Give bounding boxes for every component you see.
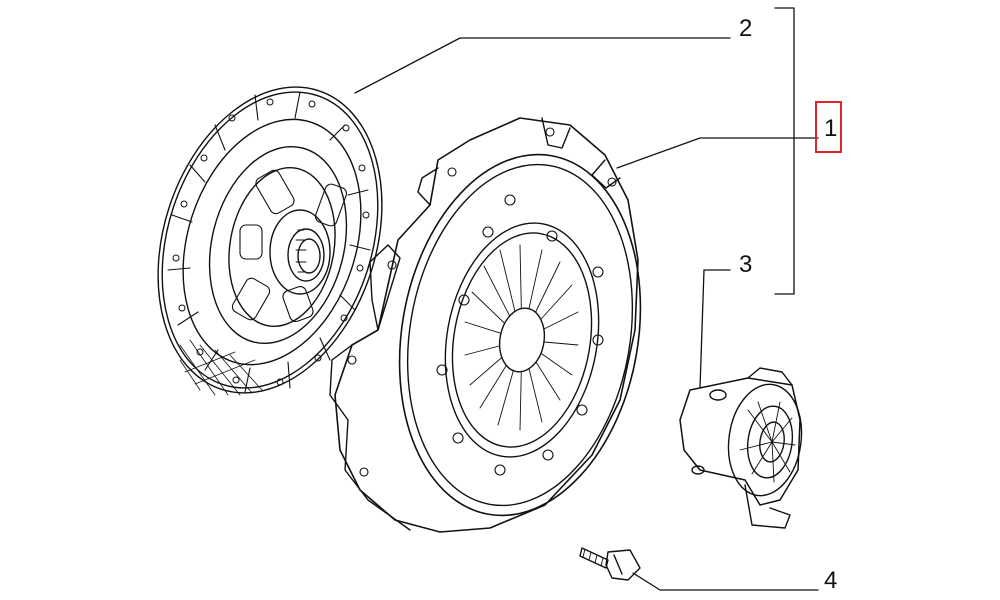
leader-line-2 bbox=[354, 37, 731, 94]
callout-4: 4 bbox=[824, 567, 838, 594]
leader-line-3 bbox=[699, 269, 731, 389]
leader-lines bbox=[354, 7, 819, 591]
callout-2: 2 bbox=[739, 15, 753, 42]
clutch-disc bbox=[157, 86, 383, 396]
kit-bracket bbox=[774, 7, 795, 295]
callout-3: 3 bbox=[739, 251, 753, 278]
release-bearing bbox=[679, 367, 803, 529]
leader-line-1 bbox=[616, 137, 819, 169]
pressure-plate bbox=[329, 117, 642, 533]
leader-line-4 bbox=[632, 572, 819, 591]
bolt bbox=[579, 547, 641, 581]
callout-1: 1 bbox=[824, 115, 838, 142]
highlight-box bbox=[815, 101, 842, 153]
